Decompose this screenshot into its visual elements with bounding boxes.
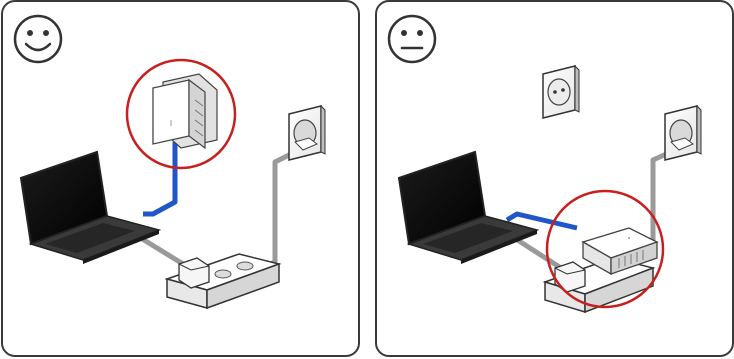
plug-icon	[179, 258, 209, 288]
laptop-icon	[21, 152, 159, 264]
wall-socket-icon	[289, 106, 325, 160]
wall-socket-icon	[665, 106, 701, 160]
plug-icon	[555, 262, 585, 292]
scene-left	[3, 2, 358, 355]
panel-recommended-setup	[1, 0, 360, 357]
laptop-icon	[399, 152, 537, 264]
smiley-face-icon	[15, 16, 61, 62]
ethernet-cable	[143, 142, 175, 214]
powerline-adapter-icon	[153, 74, 217, 148]
empty-wall-socket-icon	[543, 66, 579, 118]
power-cable	[261, 151, 297, 268]
neutral-face-icon	[389, 16, 435, 62]
panel-alternative-setup	[375, 0, 734, 357]
scene-right	[377, 2, 732, 355]
